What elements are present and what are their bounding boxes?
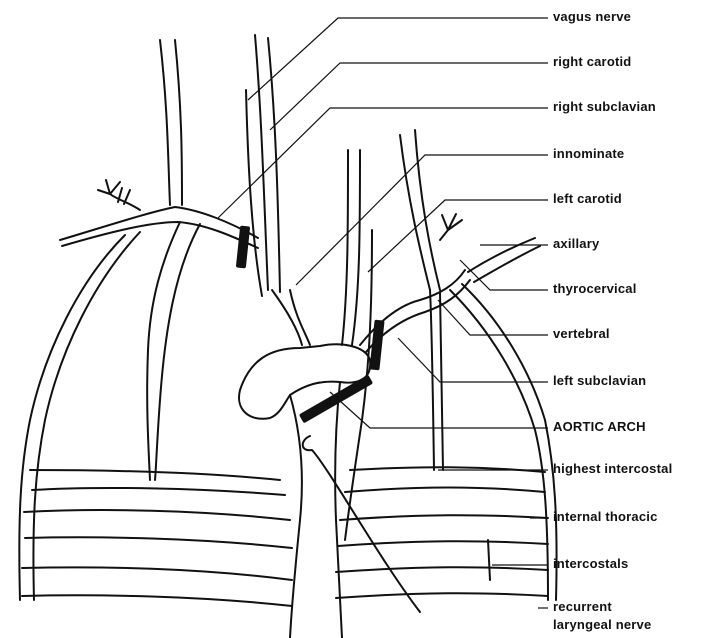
label-axillary: axillary <box>553 236 599 251</box>
label-thyrocervical: thyrocervical <box>553 281 637 296</box>
innominate-vessel <box>272 290 310 345</box>
left-rib-1 <box>345 467 545 492</box>
leader-left-carotid <box>368 200 548 272</box>
left-intercostal-branch <box>488 540 490 580</box>
leader-right-carotid <box>270 63 548 130</box>
left-rib-2 <box>338 515 548 546</box>
right-internal-thoracic-vessel <box>147 222 180 480</box>
left-thyrocervical-branch <box>440 214 462 240</box>
label-internal-thoracic: internal thoracic <box>553 509 658 524</box>
recurrent-laryngeal-nerve <box>303 436 420 612</box>
label-recurrent-line1: recurrent <box>553 599 612 614</box>
label-left-carotid: left carotid <box>553 191 622 206</box>
leader-innominate <box>296 155 548 285</box>
leader-right-subclavian <box>218 108 548 218</box>
leader-left-subclavian <box>398 338 548 382</box>
label-highest-intercostal: highest intercostal <box>553 461 672 476</box>
label-innominate: innominate <box>553 146 624 161</box>
clamp-right-subclavian <box>236 226 250 269</box>
left-vertebral-vessel <box>430 290 443 470</box>
label-left-subclavian: left subclavian <box>553 373 646 388</box>
right-rib-3 <box>22 567 292 606</box>
left-carotid-vessel <box>342 150 360 345</box>
right-rib-1 <box>30 470 285 495</box>
right-rib-2 <box>24 510 292 548</box>
label-aortic-arch: AORTIC ARCH <box>553 419 646 434</box>
right-subclavian-vessel <box>60 207 258 248</box>
label-vagus-nerve: vagus nerve <box>553 9 631 24</box>
aortic-arch-vessel <box>239 344 370 418</box>
label-right-carotid: right carotid <box>553 54 631 69</box>
right-thoracic-wall <box>155 224 200 480</box>
leader-vagus-nerve <box>248 18 548 100</box>
label-intercostals: intercostals <box>553 556 628 571</box>
label-recurrent-line2: laryngeal nerve <box>553 617 651 632</box>
right-thyrocervical-branch <box>98 180 140 210</box>
label-vertebral: vertebral <box>553 326 610 341</box>
label-right-subclavian: right subclavian <box>553 99 656 114</box>
descending-aorta <box>290 382 342 638</box>
right-subclavian-trunk <box>160 40 182 205</box>
left-rib-3 <box>336 567 548 598</box>
right-chest-wall <box>19 232 140 600</box>
